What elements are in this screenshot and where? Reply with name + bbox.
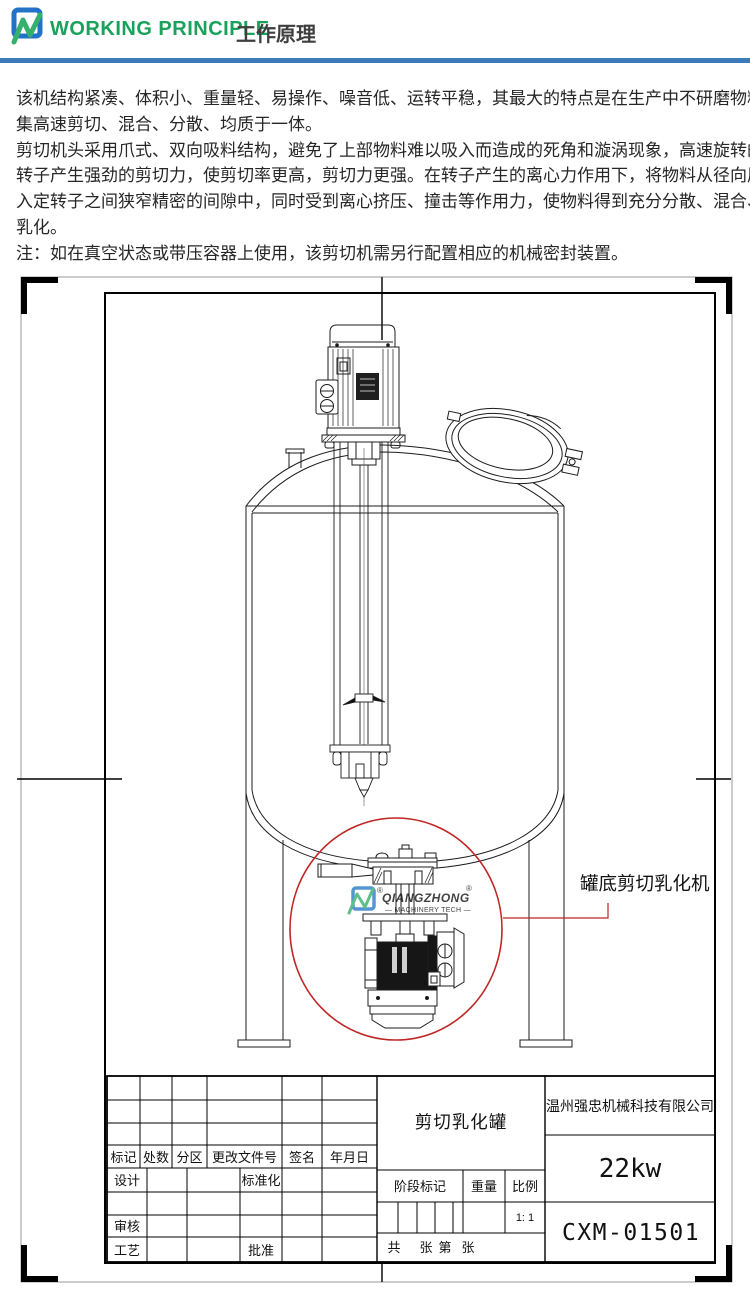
highlight <box>289 817 609 1041</box>
shaft-seal <box>347 441 381 460</box>
description-text: 该机结构紧凑、体积小、重量轻、易操作、噪音低、运转平稳，其最大的特点是在生产中不… <box>16 86 750 267</box>
process-label: 工艺 <box>114 1243 140 1258</box>
rev-header: 更改文件号 <box>212 1150 277 1165</box>
manhole <box>445 408 584 484</box>
rev-header: 标记 <box>110 1150 136 1165</box>
tank-legs <box>245 793 565 1040</box>
weight-label: 重量 <box>471 1179 497 1194</box>
guide-rods <box>333 442 389 745</box>
rev-header: 年月日 <box>330 1150 369 1165</box>
drawing-title: 剪切乳化罐 <box>415 1112 508 1132</box>
centering-marks <box>17 277 731 1282</box>
header-divider <box>0 58 750 63</box>
registered-mark-icon: ® <box>377 886 383 895</box>
description-line: 转子产生强劲的剪切力，使剪切率更高，剪切力更强。在转子产生的离心力作用下，将物料… <box>16 166 750 186</box>
scale-label: 比例 <box>512 1179 538 1194</box>
bearing-housing <box>372 866 434 885</box>
tank <box>237 444 573 1048</box>
description-line: 集高速剪切、混合、分散、均质于一体。 <box>16 114 322 134</box>
rev-header: 处数 <box>143 1150 169 1165</box>
model-number: CXM-01501 <box>562 1220 700 1246</box>
drawing-frame <box>17 276 733 1283</box>
title-block-text: 标记 处数 分区 更改文件号 签名 年月日 设计 标准化 审核 工艺 批准 剪切… <box>110 1098 714 1258</box>
watermark-subtitle: — MACHINERY TECH — <box>385 907 471 914</box>
leg-foot <box>237 1039 291 1048</box>
page-title-en: WORKING PRINCIPLE <box>50 18 270 40</box>
design-label: 设计 <box>114 1173 140 1188</box>
top-motor <box>315 324 406 466</box>
mounting-flange <box>321 434 406 443</box>
leg-foot <box>519 1039 573 1048</box>
description-line: 注：如在真空状态或带压容器上使用，该剪切机需另行配置相应的机械密封装置。 <box>16 243 628 263</box>
description-line: 该机结构紧凑、体积小、重量轻、易操作、噪音低、运转平稳，其最大的特点是在生产中不… <box>16 89 750 108</box>
agitator-shaft <box>329 442 391 806</box>
description-line: 剪切机头采用爪式、双向吸料结构，避免了上部物料难以吸入而造成的死角和漩涡现象，高… <box>16 140 750 160</box>
registered-mark-icon: ® <box>466 884 472 893</box>
terminal-box <box>315 379 339 415</box>
description-line: 乳化。 <box>16 217 67 237</box>
corner-marks <box>21 277 732 1282</box>
inlet-pipe <box>317 863 353 878</box>
manhole-hinge <box>564 447 584 461</box>
mount-plate <box>367 857 438 869</box>
highlight-circle <box>289 817 503 1041</box>
scale-value: 1: 1 <box>516 1212 534 1224</box>
top-nozzle <box>288 452 302 468</box>
tank-dished-bottom <box>245 792 565 869</box>
motor-fins <box>332 349 394 426</box>
sheet-label: 张 <box>419 1240 432 1255</box>
sheet-label: 第 <box>438 1240 451 1255</box>
title-block <box>106 1075 716 1263</box>
approve-label: 批准 <box>248 1243 274 1258</box>
bottom-bracket <box>367 989 438 1007</box>
company-name: 温州强忠机械科技有限公司 <box>546 1098 714 1114</box>
standardize-label: 标准化 <box>241 1173 280 1188</box>
rev-header: 签名 <box>289 1150 315 1165</box>
manhole-clamp <box>446 410 462 423</box>
watermark-logo: ® QIANGZHONG ® — MACHINERY TECH — <box>347 884 472 915</box>
stage-label: 阶段标记 <box>394 1179 446 1194</box>
motor-flange <box>362 913 448 922</box>
check-label: 审核 <box>114 1219 140 1234</box>
tank-dome <box>245 444 565 507</box>
bottom-emulsifier <box>317 844 465 1029</box>
description-line: 入定转子之间狭窄精密的间隙中，同时受到离心挤压、撞击等作用力，使物料得到充分分散… <box>16 192 750 212</box>
callout-label: 罐底剪切乳化机 <box>580 873 710 894</box>
junction-box <box>436 931 455 987</box>
motor-nameplate <box>356 373 379 400</box>
sheet-label: 共 <box>387 1240 400 1255</box>
callout-leader-line <box>503 903 609 919</box>
watermark-brand: QIANGZHONG <box>382 891 470 905</box>
bottom-bearing <box>329 744 391 753</box>
sheet-label: 张 <box>461 1240 474 1255</box>
page-title-zh: 工作原理 <box>236 24 316 46</box>
rev-header: 分区 <box>176 1150 202 1165</box>
brand-logo-icon <box>11 7 43 45</box>
header: WORKING PRINCIPLE 工作原理 <box>0 0 750 63</box>
emulsifier-motor-body <box>376 941 429 991</box>
power-value: 22kw <box>599 1154 662 1184</box>
inner-border <box>104 292 716 1264</box>
propeller-hub <box>354 693 374 703</box>
